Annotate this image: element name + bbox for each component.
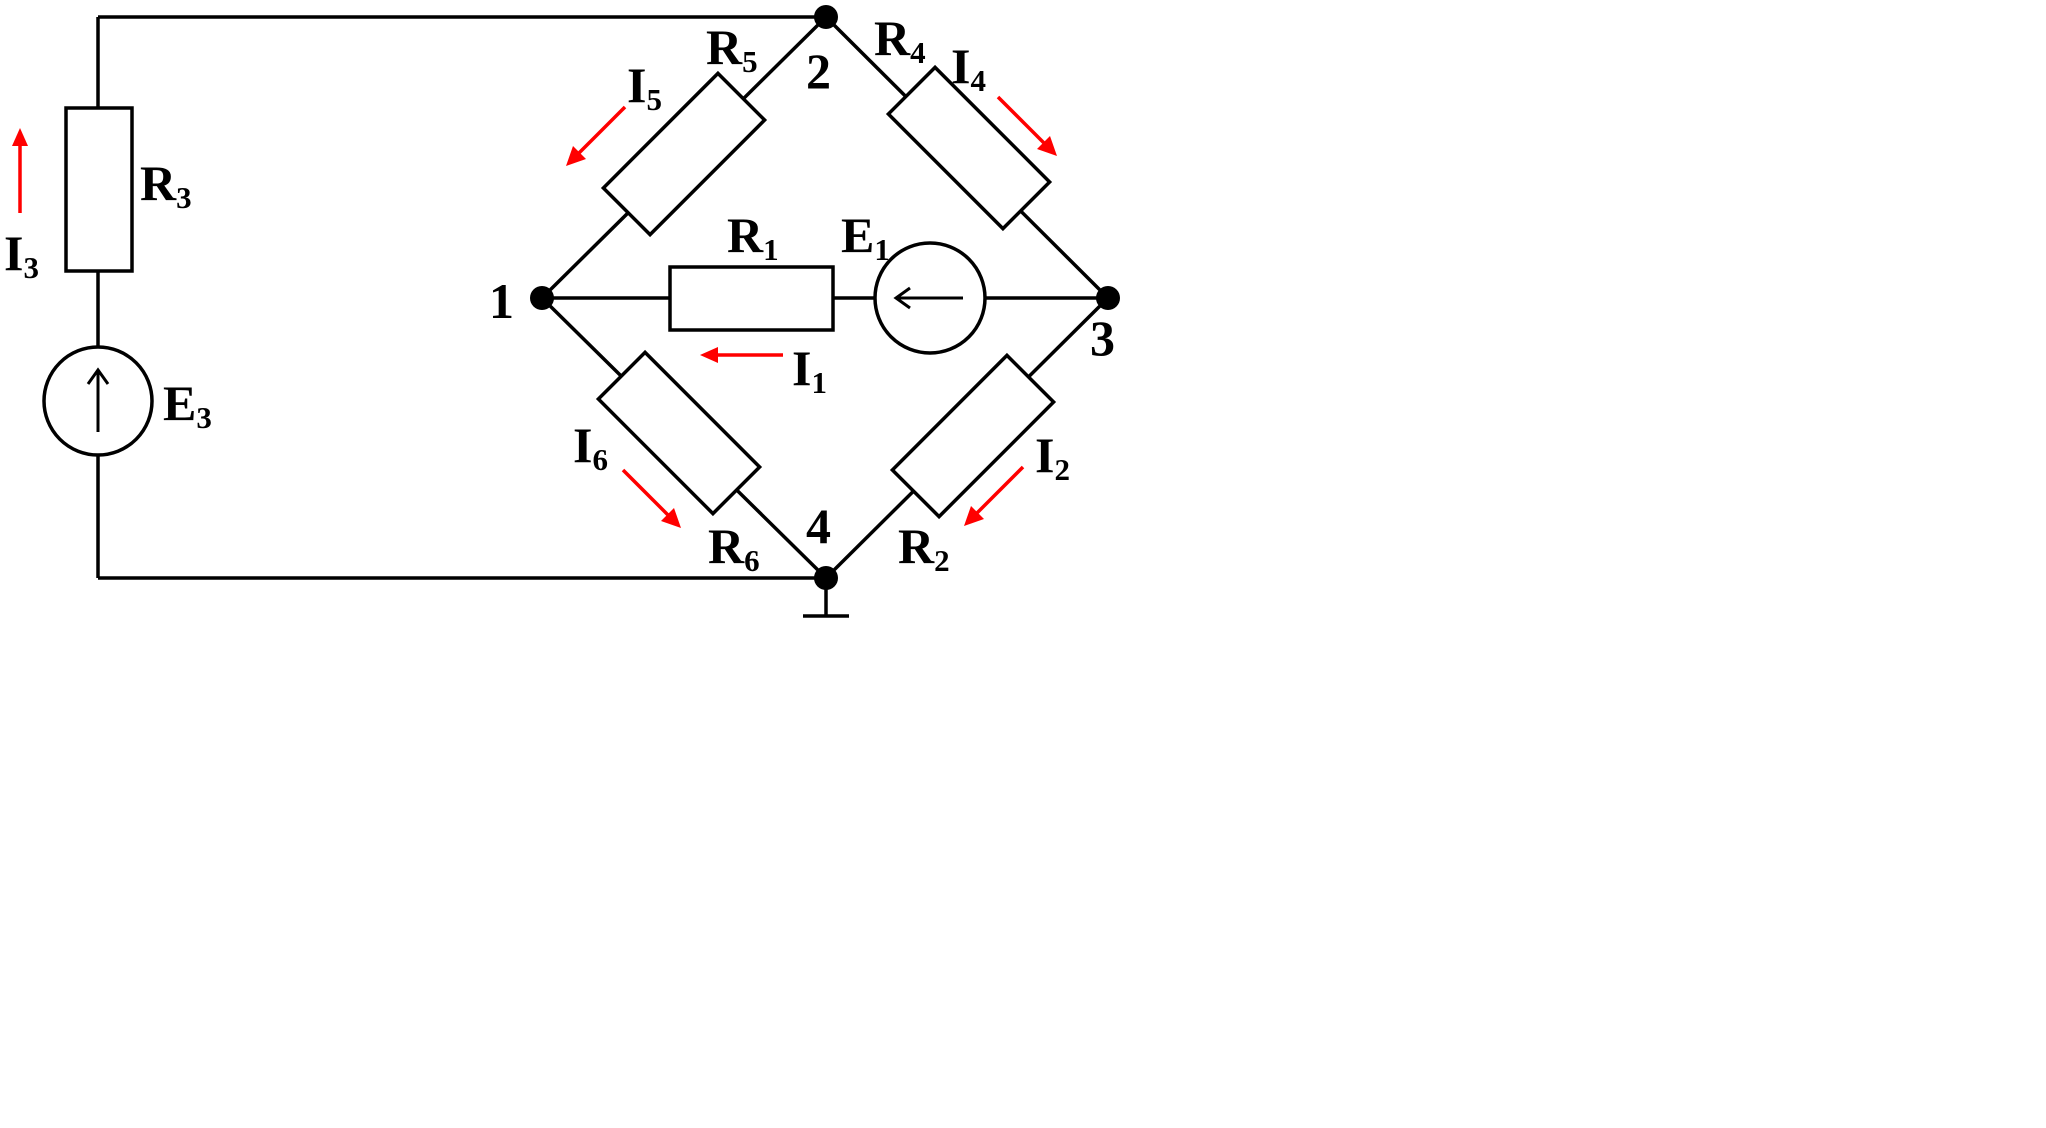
node-2-dot: [814, 5, 838, 29]
resistor-r1: [668, 265, 835, 332]
source-e1-letter: E: [841, 207, 874, 263]
resistor-r2-letter: R: [898, 518, 935, 574]
resistor-r6-letter: R: [708, 518, 745, 574]
current-i2-arrowhead-icon: [964, 506, 984, 526]
current-i3-subscript: 3: [23, 250, 39, 285]
current-arrows: [12, 95, 1057, 528]
resistor-r3: [64, 106, 134, 273]
current-i6-letter: I: [573, 417, 592, 473]
current-i2-subscript: 2: [1054, 452, 1070, 487]
current-i4-arrowhead-icon: [1037, 136, 1057, 156]
resistor-r4-label: R4: [874, 10, 926, 70]
current-i6-label: I6: [573, 417, 608, 477]
current-i5-subscript: 5: [646, 82, 662, 117]
resistor-r3-subscript: 3: [176, 180, 192, 215]
node-3-dot: [1096, 286, 1120, 310]
source-e3-letter: E: [163, 375, 196, 431]
source-e1-label: E1: [841, 207, 890, 267]
node-4-label: 4: [806, 498, 831, 554]
resistor-r1-letter: R: [727, 207, 764, 263]
source-e1-arrowhead-icon: [893, 286, 911, 310]
resistor-r2: [889, 352, 1057, 520]
source-e3-subscript: 3: [196, 400, 212, 435]
node-1-dot: [530, 286, 554, 310]
current-i4-arrow: [996, 95, 1049, 148]
current-i2-arrow: [972, 465, 1025, 518]
source-e3-label: E3: [163, 375, 212, 435]
ground-icon: [803, 578, 849, 618]
resistor-r4: [885, 64, 1053, 232]
resistor-r6-subscript: 6: [744, 543, 760, 578]
current-i2-letter: I: [1035, 427, 1054, 483]
resistor-r5-letter: R: [706, 19, 743, 75]
resistor-r5: [600, 70, 768, 238]
current-i1-letter: I: [792, 340, 811, 396]
current-i5-arrowhead-icon: [566, 146, 586, 166]
resistor-r6-label: R6: [708, 518, 760, 578]
source-e1: [873, 241, 987, 355]
current-i1-label: I1: [792, 340, 827, 400]
resistor-r2-label: R2: [898, 518, 950, 578]
resistor-r4-subscript: 4: [910, 35, 926, 70]
current-i6-arrow: [621, 468, 673, 520]
current-i5-label: I5: [627, 57, 662, 117]
resistor-r1-label: R1: [727, 207, 779, 267]
current-i1-arrowhead-icon: [700, 347, 718, 363]
current-i3-arrowhead-icon: [12, 128, 28, 146]
current-i6-subscript: 6: [592, 442, 608, 477]
resistor-r1-subscript: 1: [763, 232, 779, 267]
resistor-r3-label: R3: [140, 155, 192, 215]
node-1-label: 1: [489, 273, 514, 329]
node-2-label: 2: [806, 43, 831, 99]
resistor-r4-letter: R: [874, 10, 911, 66]
resistor-r5-subscript: 5: [742, 44, 758, 79]
current-i5-letter: I: [627, 57, 646, 113]
source-e1-subscript: 1: [874, 232, 890, 267]
current-i4-letter: I: [951, 38, 970, 94]
resistor-r3-letter: R: [140, 155, 177, 211]
resistor-r6: [595, 349, 763, 517]
current-i3-letter: I: [4, 225, 23, 281]
resistor-r5-label: R5: [706, 19, 758, 79]
current-i2-label: I2: [1035, 427, 1070, 487]
current-i5-arrow: [574, 105, 627, 158]
current-i6-arrowhead-icon: [661, 508, 681, 528]
current-i1-subscript: 1: [811, 365, 827, 400]
node-3-label: 3: [1090, 310, 1115, 366]
current-i4-subscript: 4: [970, 63, 986, 98]
source-e3-arrowhead-icon: [86, 367, 110, 385]
current-i4-label: I4: [951, 38, 986, 98]
source-e3: [42, 345, 154, 457]
current-i3-label: I3: [4, 225, 39, 285]
resistor-r2-subscript: 2: [934, 543, 950, 578]
